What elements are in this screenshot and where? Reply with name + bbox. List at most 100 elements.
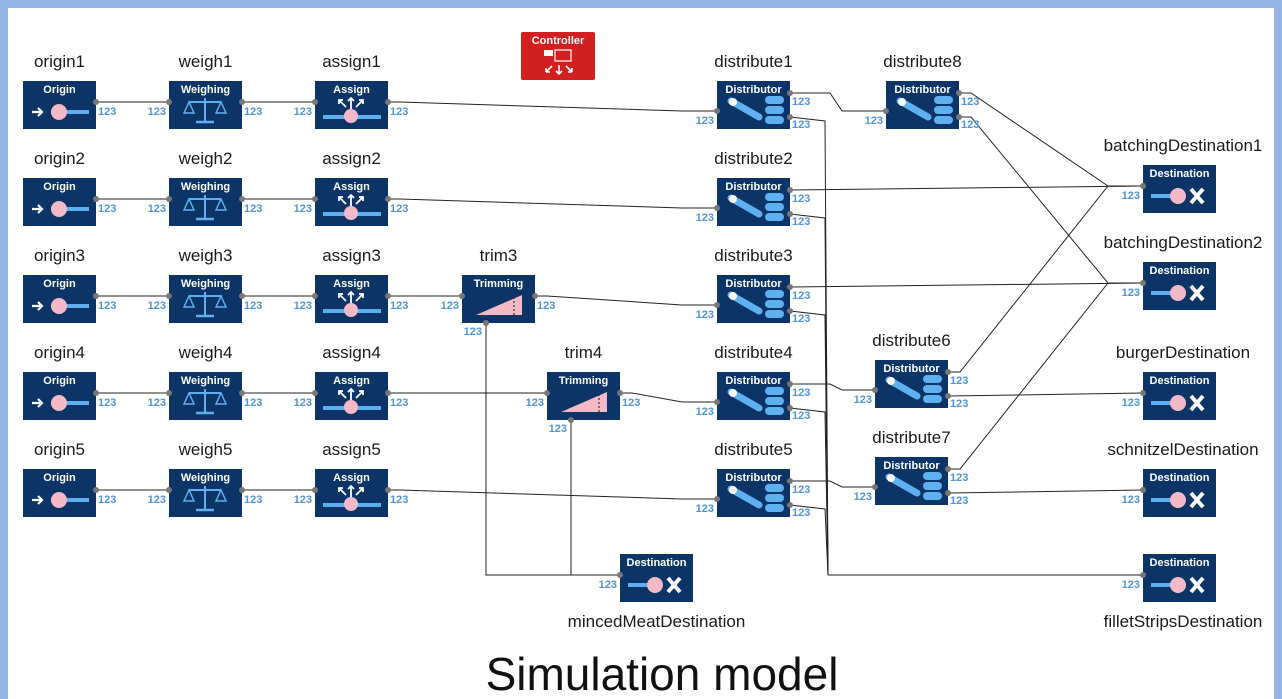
output-port[interactable] — [385, 99, 391, 105]
output-port[interactable] — [239, 487, 245, 493]
output-port[interactable] — [93, 99, 99, 105]
output-port[interactable] — [532, 293, 538, 299]
waste-port[interactable] — [568, 417, 574, 423]
output-port-2[interactable] — [945, 393, 951, 399]
output-port-2[interactable] — [956, 114, 962, 120]
input-port[interactable] — [544, 390, 550, 396]
input-port[interactable] — [312, 293, 318, 299]
block-name-label: origin2 — [34, 149, 85, 168]
input-port[interactable] — [1140, 280, 1146, 286]
output-port-2[interactable] — [787, 114, 793, 120]
output-port[interactable] — [239, 196, 245, 202]
output-port-1[interactable] — [787, 284, 793, 290]
output-port-1[interactable] — [956, 90, 962, 96]
output-port[interactable] — [239, 390, 245, 396]
input-port[interactable] — [714, 496, 720, 502]
output-port-1[interactable] — [945, 369, 951, 375]
output-port-1[interactable] — [787, 90, 793, 96]
input-port[interactable] — [714, 399, 720, 405]
output-port-1[interactable] — [787, 187, 793, 193]
output-port[interactable] — [385, 293, 391, 299]
output-port[interactable] — [385, 487, 391, 493]
output-port[interactable] — [617, 390, 623, 396]
input-port[interactable] — [312, 99, 318, 105]
output-port-label: 123 — [950, 375, 968, 387]
input-port[interactable] — [166, 99, 172, 105]
input-port[interactable] — [1140, 487, 1146, 493]
input-port[interactable] — [1140, 390, 1146, 396]
input-port[interactable] — [166, 487, 172, 493]
input-port[interactable] — [872, 484, 878, 490]
input-port[interactable] — [1140, 572, 1146, 578]
input-port[interactable] — [312, 487, 318, 493]
output-port-2[interactable] — [787, 405, 793, 411]
output-port[interactable] — [93, 390, 99, 396]
output-port-1[interactable] — [787, 478, 793, 484]
output-port[interactable] — [93, 293, 99, 299]
input-port[interactable] — [312, 196, 318, 202]
assign-type-label: Assign — [333, 84, 370, 96]
input-port[interactable] — [459, 293, 465, 299]
input-port-label: 123 — [294, 106, 312, 118]
waste-port[interactable] — [483, 320, 489, 326]
output-port-2[interactable] — [787, 308, 793, 314]
input-port[interactable] — [883, 108, 889, 114]
destination-icon — [1151, 491, 1205, 509]
output-port[interactable] — [385, 196, 391, 202]
input-port[interactable] — [166, 196, 172, 202]
input-port[interactable] — [312, 390, 318, 396]
input-port[interactable] — [714, 302, 720, 308]
output-port[interactable] — [239, 293, 245, 299]
output-port[interactable] — [93, 487, 99, 493]
input-port[interactable] — [714, 108, 720, 114]
output-port-1[interactable] — [945, 466, 951, 472]
input-port[interactable] — [617, 572, 623, 578]
output-port-2[interactable] — [787, 211, 793, 217]
output-port-1[interactable] — [787, 381, 793, 387]
output-port[interactable] — [93, 196, 99, 202]
output-port-2[interactable] — [787, 502, 793, 508]
input-port[interactable] — [872, 387, 878, 393]
output-port-2[interactable] — [945, 490, 951, 496]
input-port[interactable] — [1140, 183, 1146, 189]
input-port[interactable] — [166, 390, 172, 396]
input-port[interactable] — [166, 293, 172, 299]
controller-block[interactable]: Controller — [521, 32, 595, 80]
output-port[interactable] — [385, 390, 391, 396]
output-port[interactable] — [239, 99, 245, 105]
input-port-label: 123 — [148, 397, 166, 409]
input-port[interactable] — [714, 205, 720, 211]
